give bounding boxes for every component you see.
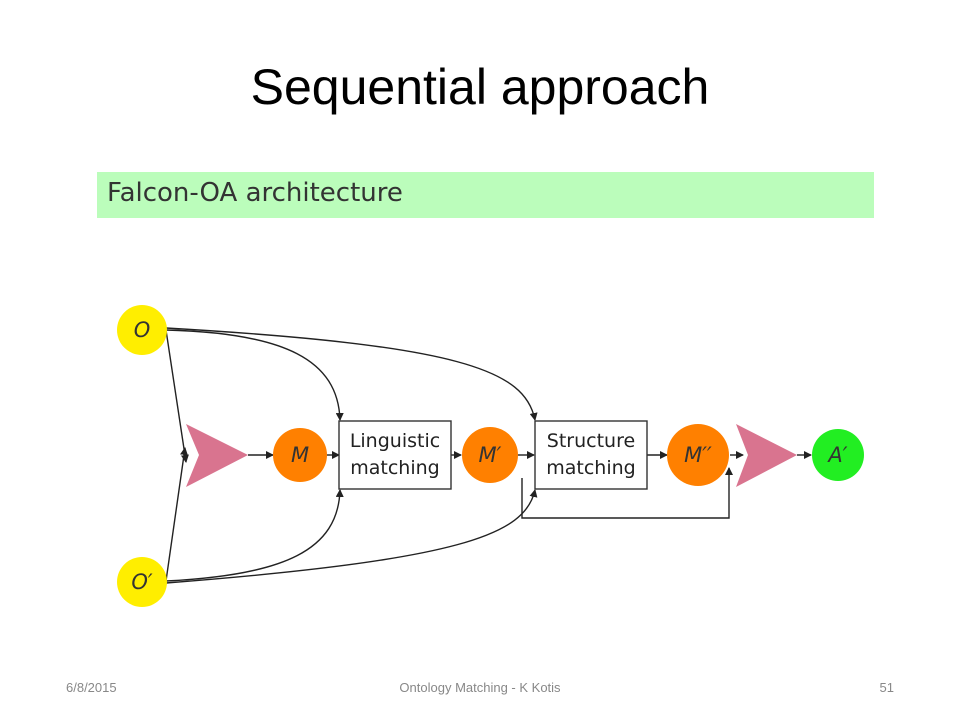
- footer-page-number: 51: [879, 680, 894, 695]
- frame-title: Falcon-OA architecture: [107, 178, 403, 208]
- linguistic-box-line1: Linguistic: [350, 430, 440, 452]
- structure-box-line2: matching: [546, 457, 635, 479]
- select-arrow-shape: [736, 424, 797, 487]
- merge-arrow-shape: [186, 424, 248, 487]
- ontology-o-node: O: [117, 305, 167, 355]
- slide-title: Sequential approach: [250, 59, 710, 115]
- footer-date: 6/8/2015: [66, 680, 117, 695]
- edge-oprime-to-linguistic: [165, 489, 344, 582]
- edge-o-to-structure: [165, 327, 538, 421]
- edge-o-to-merge: [165, 329, 189, 463]
- ontology-oprime-node: O′: [117, 557, 167, 607]
- mapping-mdoubleprime-label: M′′: [684, 443, 712, 467]
- linguistic-box-line2: matching: [350, 457, 439, 479]
- edge-mprime-to-loop: [521, 467, 733, 519]
- edge-oprime-to-merge: [165, 447, 188, 582]
- alignment-aprime-node: A′: [812, 429, 864, 481]
- structure-box-line1: Structure: [547, 430, 635, 452]
- alignment-aprime-label: A′: [826, 443, 847, 467]
- mapping-m-node: M: [273, 428, 327, 482]
- ontology-oprime-label: O′: [131, 570, 153, 594]
- footer-title: Ontology Matching - K Kotis: [399, 680, 561, 695]
- frame-header: Falcon-OA architecture: [97, 172, 874, 218]
- mapping-mprime-label: M′: [479, 443, 502, 467]
- mapping-mdoubleprime-node: M′′: [667, 424, 729, 486]
- linguistic-matching-box: Linguistic matching: [338, 420, 452, 490]
- edge-o-to-linguistic: [165, 329, 344, 421]
- structure-matching-box: Structure matching: [534, 420, 648, 490]
- ontology-o-label: O: [134, 318, 151, 342]
- edge-oprime-to-structure: [165, 489, 538, 584]
- mapping-m-label: M: [291, 443, 309, 467]
- mapping-mprime-node: M′: [462, 427, 518, 483]
